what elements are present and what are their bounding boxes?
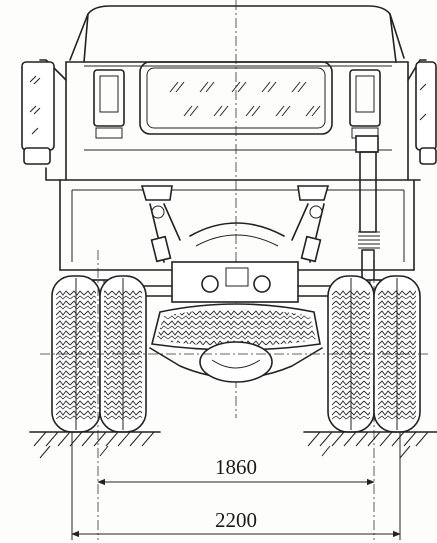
left-inner-tire bbox=[99, 275, 147, 433]
dimension-outer-track: 2200 bbox=[71, 508, 401, 538]
left-mirror bbox=[21, 59, 67, 181]
dimension-inner-track: 1860 bbox=[97, 455, 375, 486]
cab-body bbox=[59, 5, 415, 271]
rear-window bbox=[139, 61, 333, 135]
rear-axle-assembly bbox=[119, 222, 351, 383]
ground-right bbox=[303, 431, 437, 459]
right-tail-lamp bbox=[349, 69, 381, 139]
exhaust-pipe bbox=[355, 135, 380, 285]
right-inner-tire bbox=[327, 275, 375, 433]
right-mirror bbox=[407, 59, 437, 181]
ground-left bbox=[29, 431, 161, 459]
left-tail-lamp bbox=[93, 69, 125, 139]
dimension-label-2200: 2200 bbox=[215, 508, 257, 532]
dimension-label-1860: 1860 bbox=[215, 455, 257, 479]
right-shock-absorber bbox=[291, 185, 330, 263]
left-shock-absorber bbox=[140, 185, 181, 263]
